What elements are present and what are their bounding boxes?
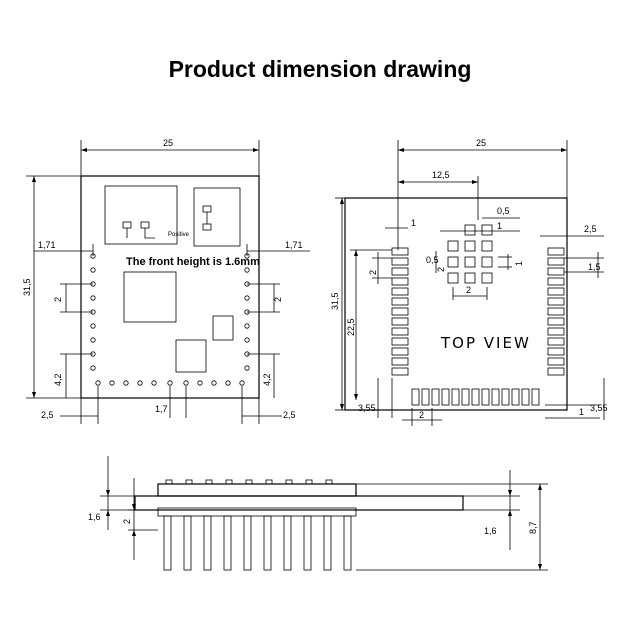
top-right-pads	[547, 247, 565, 376]
top-width-label: 25	[476, 138, 486, 148]
antenna-area	[104, 185, 178, 245]
front-right-pitch-label: 2	[273, 297, 283, 302]
top-pad-1-left-label: 1	[411, 218, 416, 228]
side-left-2-label: 2	[122, 519, 132, 524]
top-view-label: TOP VIEW	[440, 334, 531, 352]
front-width-label: 25	[163, 138, 173, 148]
regulator-chip	[175, 339, 207, 373]
top-bottom-left-label: 3,55	[358, 403, 376, 413]
top-bottom-pads	[411, 388, 540, 406]
top-pad-2-left-label: 2	[436, 267, 446, 272]
front-view: Positive The front height is 1.6mm	[22, 138, 310, 424]
front-board-outline	[80, 175, 260, 399]
side-left-16-label: 1,6	[88, 512, 101, 522]
top-bottom-right-1-label: 1	[579, 407, 584, 417]
top-bottom-right-label: 3,55	[590, 403, 608, 413]
top-pad-1-right-label: 1	[497, 221, 502, 231]
front-left-pitch-label: 2	[53, 297, 63, 302]
small-chip	[212, 315, 234, 341]
top-view: TOP VIEW 25 12,5 0,5 1 1 0,5 2 1 2 2	[330, 138, 608, 426]
positive-label: Positive	[168, 232, 190, 238]
side-header-body	[157, 483, 357, 497]
top-right-15-label: 1,5	[588, 262, 601, 272]
side-top-pins	[165, 479, 333, 485]
top-board-outline	[344, 197, 568, 411]
main-chip	[123, 271, 177, 323]
top-bottom-pitch-label: 2	[419, 410, 424, 420]
side-right-16-label: 1,6	[484, 526, 497, 536]
top-center-pads	[447, 224, 493, 284]
page-title: Product dimension drawing	[168, 56, 472, 82]
side-header-base	[157, 507, 357, 517]
top-left-pitch-label: 2	[368, 270, 378, 275]
front-bottom-pins	[95, 380, 245, 386]
top-pad-2-bottom-label: 2	[466, 285, 471, 295]
side-view: 1,6 2 1,6 8,7	[88, 456, 548, 571]
front-right-bottom-label: 4,2	[262, 373, 272, 386]
top-right-top-label: 2,5	[584, 224, 597, 234]
side-right-87-label: 8,7	[528, 521, 538, 534]
side-long-pins	[163, 515, 352, 571]
front-bottom-mid-label: 1,7	[155, 404, 168, 414]
connector-area	[193, 187, 241, 247]
top-pad-1-mid-label: 1	[514, 261, 524, 266]
top-height-label: 31,5	[330, 292, 340, 310]
top-half-width-label: 12,5	[432, 170, 450, 180]
top-pad-left-05-label: 0,5	[426, 255, 439, 265]
top-pad-w-label: 0,5	[497, 206, 510, 216]
top-mid-height-label: 22,5	[346, 318, 356, 336]
front-height-note: The front height is 1.6mm	[126, 256, 260, 268]
front-left-margin-label: 1,71	[38, 240, 56, 250]
front-bottom-right-label: 2,5	[283, 410, 296, 420]
front-bottom-left-label: 2,5	[41, 410, 54, 420]
front-height-label: 31,5	[22, 278, 32, 296]
front-right-margin-label: 1,71	[285, 240, 303, 250]
top-left-pads	[391, 247, 409, 376]
front-left-bottom-label: 4,2	[53, 373, 63, 386]
